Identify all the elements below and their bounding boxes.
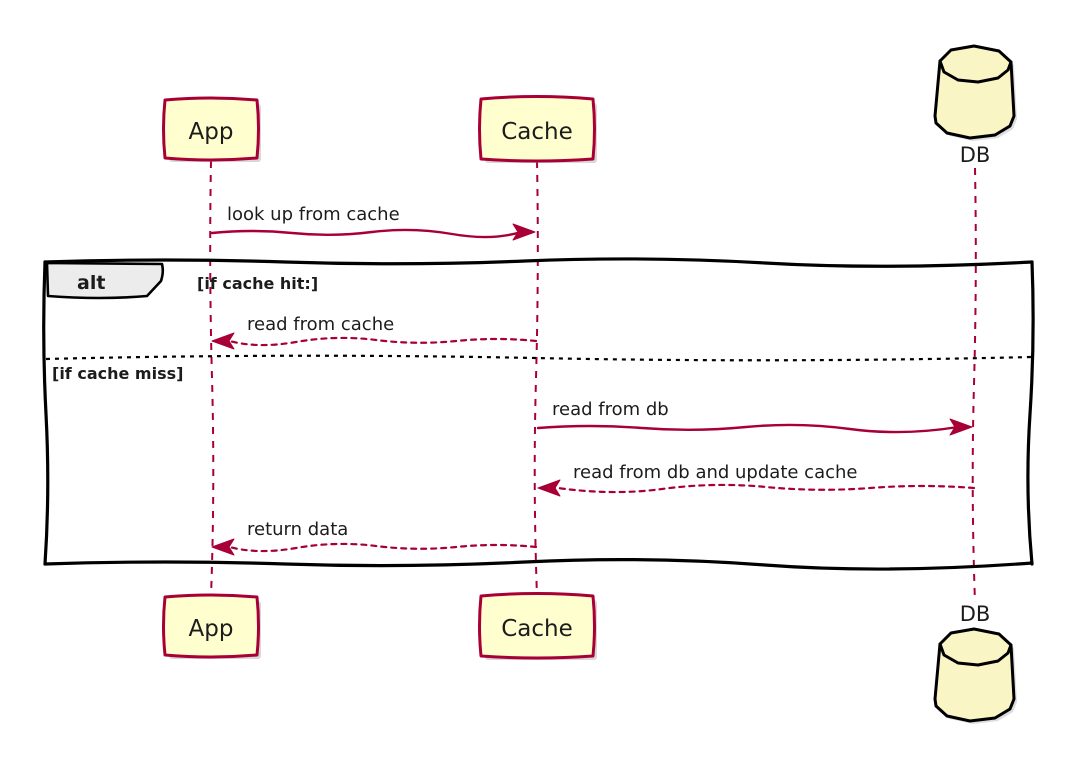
message-lookup: look up from cache bbox=[210, 204, 536, 241]
message-update-cache-label: read from db and update cache bbox=[573, 462, 857, 483]
lifeline-db bbox=[971, 167, 977, 603]
participant-app-bottom: App bbox=[162, 593, 261, 659]
participant-app-top-label: App bbox=[189, 119, 234, 145]
arrowhead-right bbox=[949, 418, 973, 436]
message-return-data: return data bbox=[211, 519, 538, 556]
message-update-cache: read from db and update cache bbox=[537, 462, 976, 497]
message-return-data-label: return data bbox=[247, 519, 348, 540]
lifeline-cache bbox=[533, 160, 539, 597]
alt-operator-pentagon bbox=[45, 261, 165, 300]
arrowhead-left bbox=[211, 332, 235, 350]
participant-cache-bottom: Cache bbox=[478, 592, 597, 660]
participant-app-bottom-label: App bbox=[189, 616, 234, 642]
message-read-db-label: read from db bbox=[552, 399, 669, 420]
arrowhead-right bbox=[512, 223, 536, 241]
participant-db-bottom-label: DB bbox=[960, 602, 991, 626]
guard-if-cache-hit: [if cache hit:] bbox=[197, 274, 318, 293]
participant-cache-bottom-label: Cache bbox=[501, 616, 573, 642]
database-icon-bottom: DB bbox=[933, 602, 1017, 724]
alt-operator-label: alt bbox=[77, 272, 105, 294]
participant-db-top-label: DB bbox=[960, 143, 991, 167]
participant-app-top: App bbox=[162, 96, 261, 162]
participant-cache-top-label: Cache bbox=[501, 119, 573, 145]
participant-cache-top: Cache bbox=[478, 95, 597, 163]
message-read-cache: read from cache bbox=[211, 314, 538, 350]
lifeline-app bbox=[209, 160, 215, 597]
arrowhead-left bbox=[211, 538, 235, 556]
arrowhead-left bbox=[537, 479, 561, 497]
message-lookup-label: look up from cache bbox=[227, 204, 400, 225]
message-read-cache-label: read from cache bbox=[247, 314, 394, 335]
alt-divider bbox=[45, 354, 1033, 362]
database-icon-top: DB bbox=[933, 44, 1017, 167]
message-read-db: read from db bbox=[536, 399, 973, 436]
alt-frame: alt [if cache hit:] [if cache miss] bbox=[42, 257, 1035, 571]
guard-if-cache-miss: [if cache miss] bbox=[52, 364, 183, 383]
